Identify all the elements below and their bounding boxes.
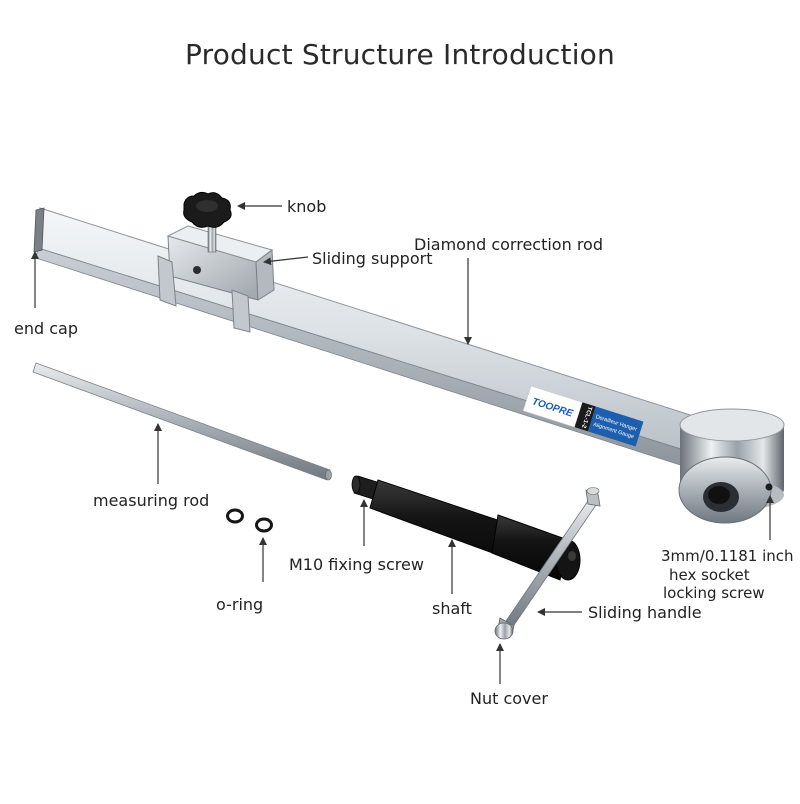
label-end-cap: end cap <box>14 319 78 338</box>
arrow-icon <box>263 256 309 266</box>
label-sliding-support: Sliding support <box>312 249 433 268</box>
label-diamond-correction-rod: Diamond correction rod <box>414 235 603 254</box>
measuring-rod <box>32 362 332 481</box>
label-hex-line-3: locking screw <box>663 584 765 602</box>
label-o-ring: o-ring <box>216 595 264 614</box>
rod-end-head <box>678 408 785 524</box>
label-shaft: shaft <box>432 599 472 618</box>
o-ring-icon <box>226 508 273 533</box>
label-hex-line-1: 3mm/0.1181 inch <box>661 547 794 565</box>
nut-cover <box>494 617 515 640</box>
hex-socket-locking-screw <box>765 483 773 491</box>
page-title: Product Structure Introduction <box>185 38 615 71</box>
label-measuring-rod: measuring rod <box>93 491 210 510</box>
leader-arrows <box>31 202 774 684</box>
sliding-handle <box>494 487 601 640</box>
label-m10-fixing-screw: M10 fixing screw <box>289 555 424 574</box>
label-knob: knob <box>287 197 327 216</box>
label-sliding-handle: Sliding handle <box>588 603 702 622</box>
brand-label: TOOPRE TCL-1-2 Derailleur Hanger Alignme… <box>522 385 644 447</box>
label-hex-line-2: hex socket <box>669 566 750 584</box>
end-cap <box>33 207 45 253</box>
knob-icon <box>183 191 232 253</box>
label-nut-cover: Nut cover <box>470 689 548 708</box>
